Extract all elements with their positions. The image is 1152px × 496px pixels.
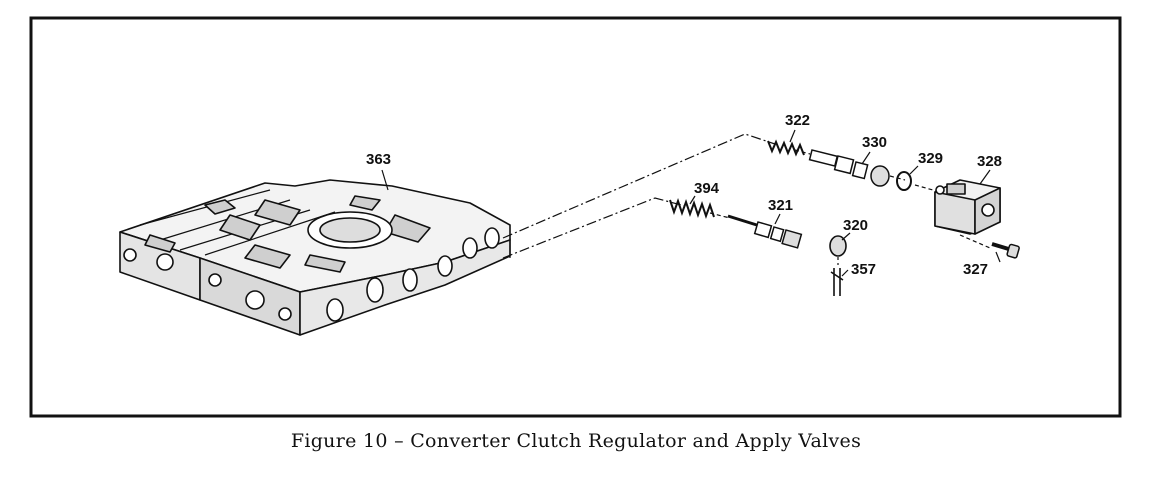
leader-321 [774,213,781,225]
leader-330 [861,151,871,165]
figure-frame [29,16,1122,418]
part-327-bolt [991,242,1020,259]
part-357-retainer [830,268,844,296]
figure-caption: Figure 10 – Converter Clutch Regulator a… [290,430,862,452]
callout-327: 327 [963,261,988,278]
callout-330: 330 [862,134,887,151]
part-322-spring [767,139,805,157]
leader-328 [979,169,991,185]
callout-322: 322 [785,112,810,129]
part-321-valve [727,214,803,249]
leader-394 [689,195,696,205]
valve-body-casting [119,179,511,336]
callout-357: 357 [851,261,876,278]
part-328-solenoid [934,179,1001,235]
leader-322 [789,129,796,143]
assembly-centerlines [502,133,991,265]
leader-363 [381,169,389,191]
part-320-plug [829,235,847,257]
part-329-o-ring [896,171,912,191]
callout-320: 320 [843,217,868,234]
part-394-spring [669,197,715,220]
leader-320 [841,232,851,241]
callout-363: 363 [366,151,391,168]
callout-329: 329 [918,150,943,167]
callout-321: 321 [768,197,793,214]
leader-329 [909,165,919,175]
part-330-valve [808,149,890,187]
callout-328: 328 [977,153,1002,170]
leader-357 [841,269,849,277]
callout-394: 394 [694,180,720,197]
leader-327 [995,251,1001,263]
